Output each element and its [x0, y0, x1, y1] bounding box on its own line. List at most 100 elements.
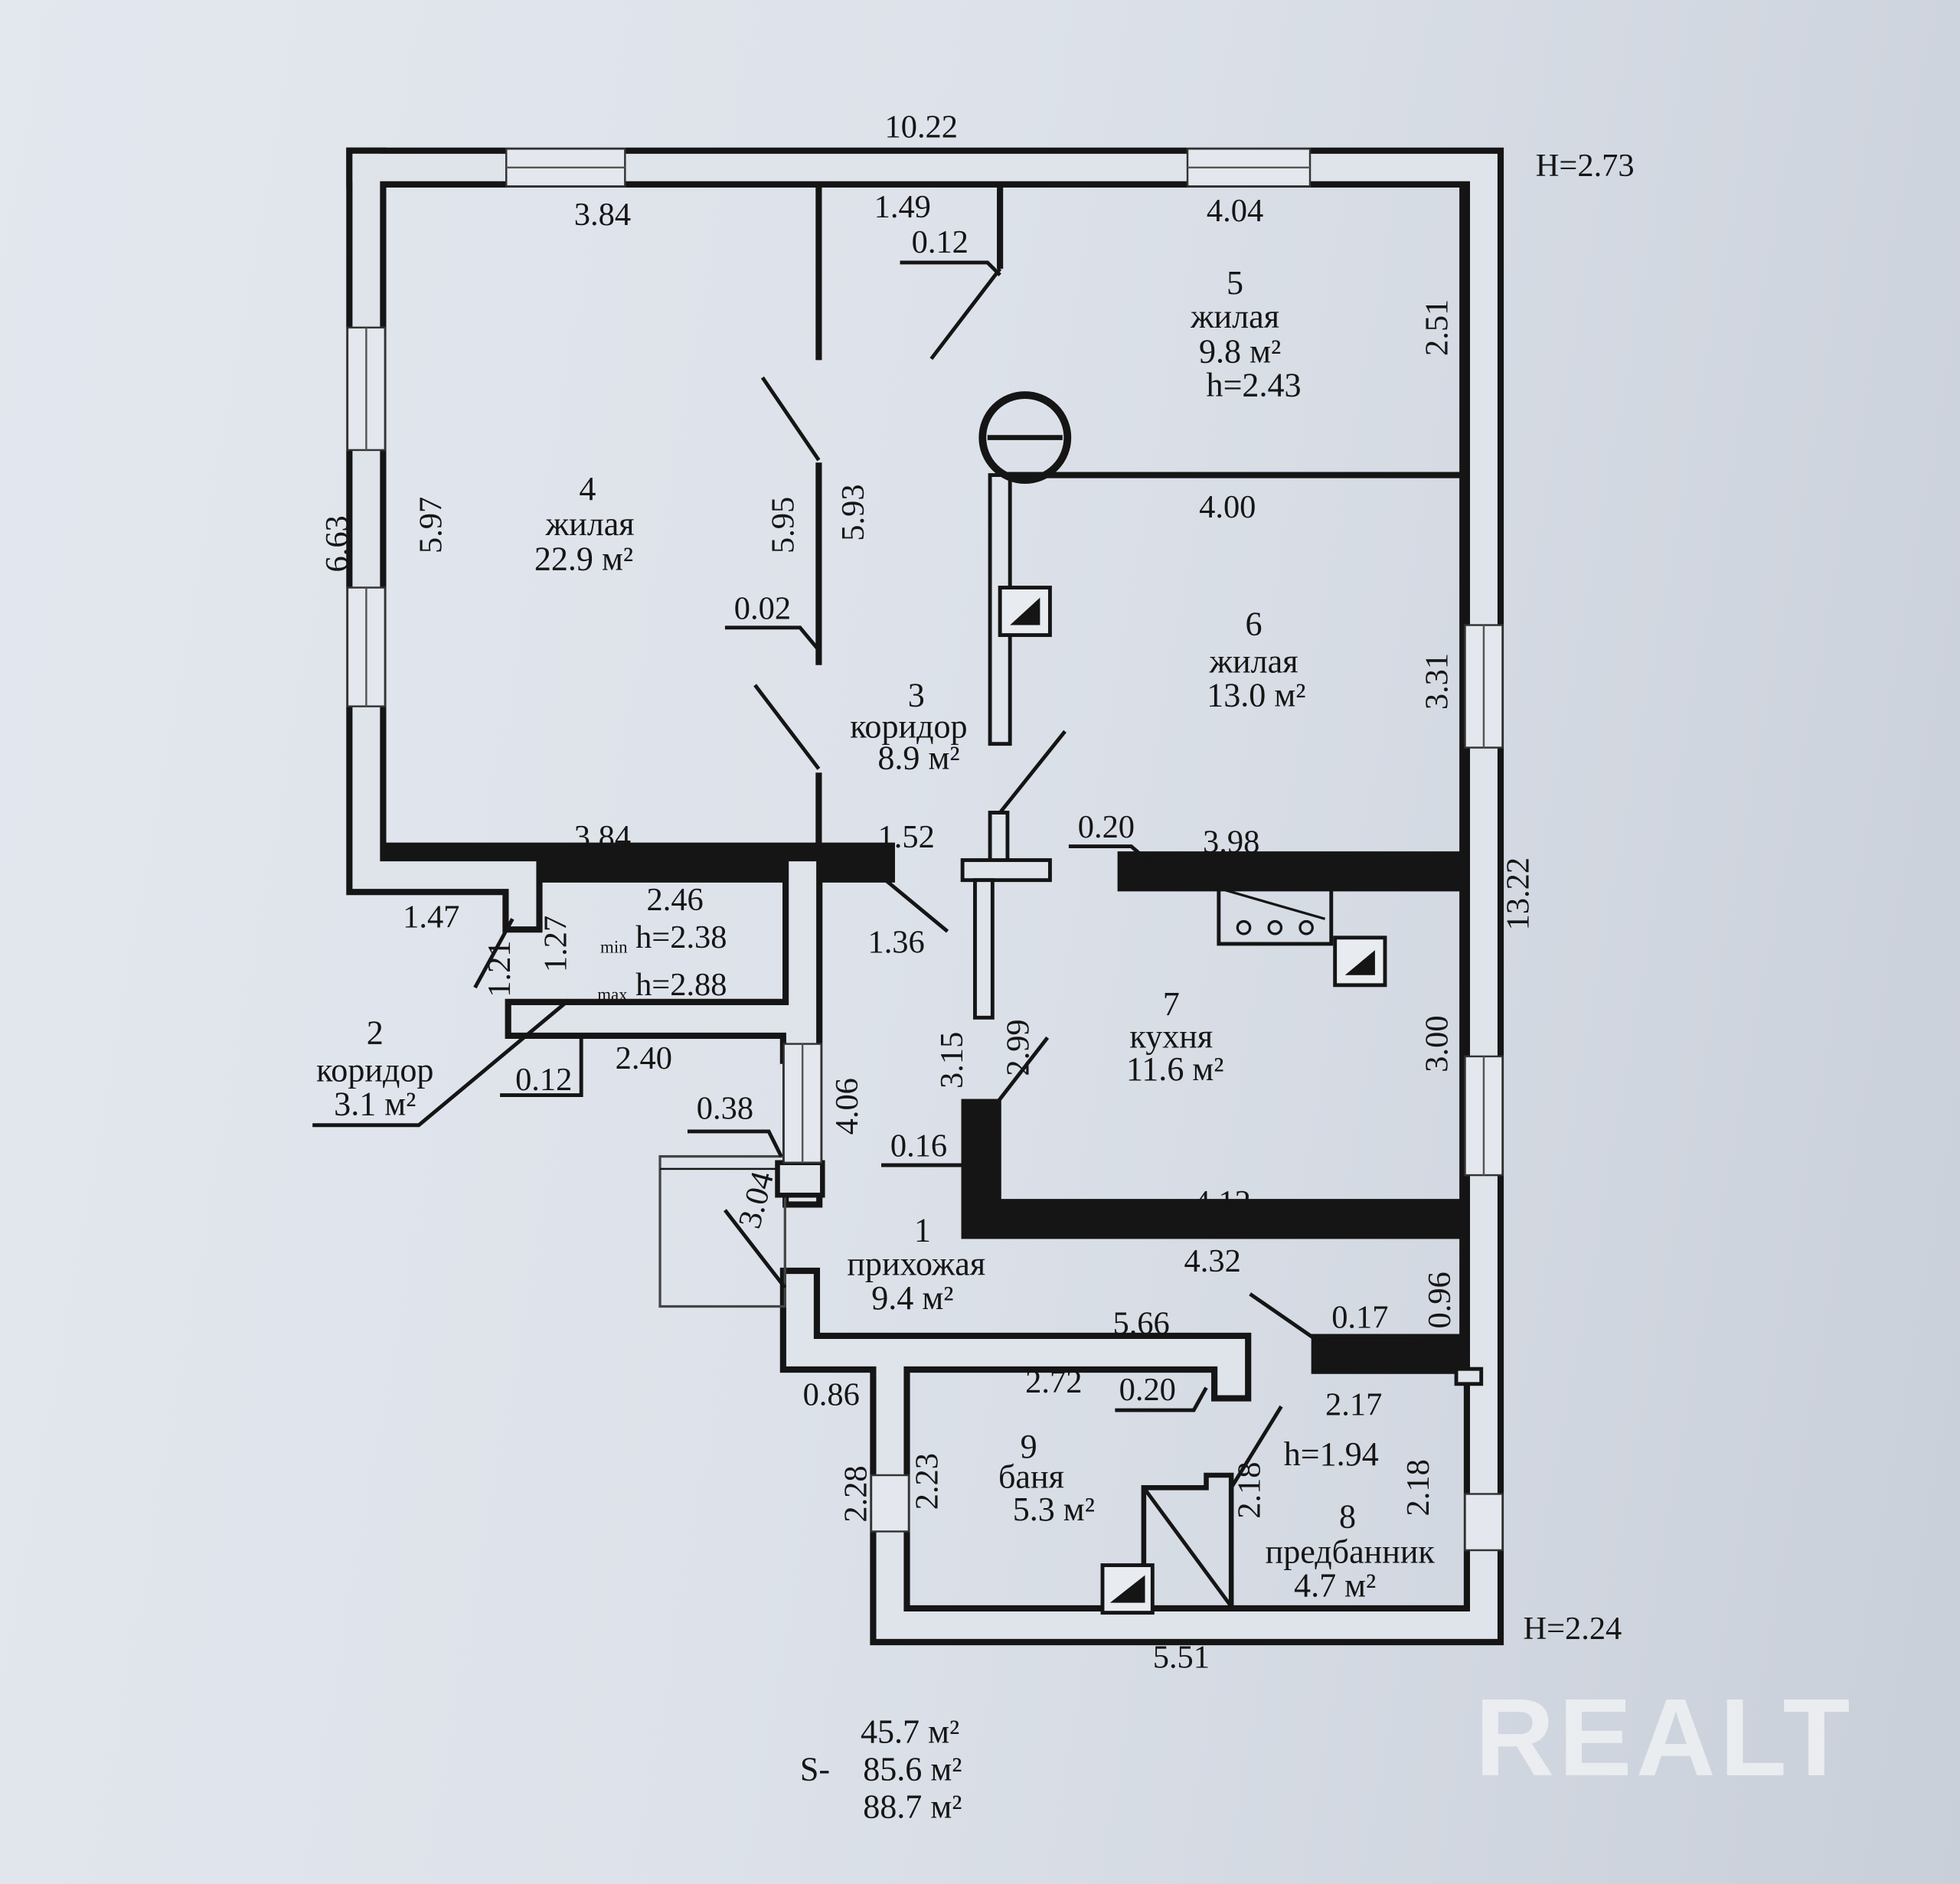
stove-icon — [998, 586, 1052, 638]
dimension-label: 3.15 — [934, 1032, 970, 1089]
height-annex: H=2.24 — [1523, 1611, 1622, 1647]
door-swings — [312, 260, 1429, 1489]
dimensions: 10.22 3.84 1.49 0.12 4.04 2.51 4.00 6.63… — [319, 109, 1537, 1676]
dimension-label: 2.28 — [838, 1465, 874, 1522]
dimension-label: 0.20 — [1078, 809, 1135, 845]
dimension-label: 10.22 — [885, 109, 958, 145]
dimension-label: 0.38 — [697, 1091, 753, 1127]
dimension-label: 0.12 — [515, 1062, 572, 1098]
walls — [346, 147, 1504, 1646]
kitchen-appliance-icon — [1217, 885, 1334, 946]
attic-hmin-sub: min — [600, 937, 628, 956]
dimension-label: 13.22 — [1501, 857, 1537, 930]
room-name: предбанник — [1266, 1533, 1436, 1570]
stove-icon — [1100, 1563, 1155, 1615]
room-area: 3.1 м² — [334, 1086, 416, 1123]
dimension-label: 0.86 — [803, 1377, 860, 1413]
room-area: 8.9 м² — [877, 739, 959, 776]
room-area: 11.6 м² — [1126, 1050, 1224, 1088]
room-area: 22.9 м² — [534, 540, 633, 578]
room-name: жилая — [1209, 643, 1298, 681]
attic-width: 2.46 — [647, 882, 704, 918]
attic-hmax-sub: max — [597, 984, 628, 1004]
dimension-label: 3.00 — [1419, 1015, 1455, 1072]
room-name: жилая — [545, 505, 635, 543]
room-area: 9.4 м² — [871, 1279, 953, 1317]
dimension-label: 1.49 — [874, 189, 931, 225]
dimension-label: 2.51 — [1419, 299, 1455, 356]
room-number: 6 — [1246, 606, 1263, 643]
dimension-label: 1.52 — [878, 819, 935, 855]
attic-hmin: h=2.38 — [635, 919, 727, 955]
dimension-label: 5.93 — [835, 484, 871, 540]
dimension-label: 4.06 — [829, 1078, 865, 1135]
dimension-label: 3.84 — [574, 197, 631, 233]
dimension-label: 0.20 — [1119, 1372, 1176, 1408]
dimension-label: 3.98 — [1203, 824, 1259, 860]
dimension-label: 2.72 — [1025, 1364, 1082, 1400]
room-number: 7 — [1163, 985, 1180, 1023]
room-1: 1 прихожая 9.4 м² — [847, 1212, 985, 1317]
dimension-label: 1.47 — [403, 900, 459, 935]
dimension-label: 2.99 — [1001, 1019, 1037, 1076]
windows — [346, 148, 1504, 1552]
room-2: 2 коридор 3.1 м² — [316, 1014, 433, 1123]
stove-icon — [1333, 935, 1387, 988]
room-name: жилая — [1190, 298, 1279, 335]
dimension-label: 2.23 — [909, 1453, 945, 1510]
dimension-label: 0.96 — [1422, 1272, 1458, 1328]
dimension-label: 0.17 — [1331, 1299, 1388, 1335]
room-area: 4.7 м² — [1294, 1566, 1376, 1604]
dimension-label: 0.16 — [890, 1128, 947, 1164]
dimension-label: 5.51 — [1153, 1639, 1210, 1675]
living-area: 45.7 м² — [861, 1713, 959, 1750]
room-name: прихожая — [847, 1246, 985, 1283]
room-number: 9 — [1021, 1428, 1037, 1465]
room-number: 5 — [1227, 264, 1243, 302]
room-number: 3 — [908, 677, 925, 714]
room-name: коридор — [850, 707, 967, 745]
room-4: 4 жилая 22.9 м² — [534, 470, 635, 577]
dimension-label: 3.04 — [731, 1168, 781, 1233]
dimension-label: 5.66 — [1112, 1305, 1169, 1341]
dimension-label: 2.40 — [616, 1040, 672, 1076]
total-area-label: S- — [800, 1750, 830, 1788]
attic-hmax: h=2.88 — [635, 967, 727, 1003]
gross-area: 88.7 м² — [863, 1788, 962, 1825]
room-3: 3 коридор 8.9 м² — [850, 677, 967, 777]
partitions — [658, 187, 1484, 1608]
attic-annex: 2.46 h=2.38 min h=2.88 max — [597, 882, 727, 1004]
room-name: баня — [998, 1458, 1064, 1495]
room-name: коридор — [316, 1052, 433, 1089]
room-area: 5.3 м² — [1013, 1491, 1095, 1528]
room-height: h=1.94 — [1284, 1435, 1379, 1473]
dimension-label: 2.18 — [1400, 1459, 1436, 1516]
dimension-label: 1.27 — [538, 916, 574, 972]
room-name: кухня — [1129, 1017, 1213, 1055]
fixtures — [978, 391, 1387, 1615]
room-number: 4 — [579, 470, 596, 508]
dimension-label: 4.12 — [1194, 1184, 1251, 1220]
realt-watermark-logo: REALT — [1475, 1677, 1851, 1799]
room-5: 5 жилая 9.8 м² h=2.43 — [1190, 264, 1301, 404]
room-8: 8 предбанник 4.7 м² h=1.94 — [1266, 1435, 1436, 1604]
dimension-label: 3.84 — [574, 819, 631, 855]
total-area: 85.6 м² — [863, 1750, 962, 1788]
dimension-label: 2.18 — [1232, 1461, 1268, 1518]
room-area: 9.8 м² — [1199, 333, 1281, 371]
height-main: H=2.73 — [1536, 148, 1635, 184]
room-number: 8 — [1339, 1498, 1356, 1536]
dimension-label: 5.97 — [413, 497, 449, 553]
dimension-label: 1.36 — [867, 924, 924, 960]
room-7: 7 кухня 11.6 м² — [1126, 985, 1224, 1088]
dimension-label: 5.95 — [766, 497, 802, 553]
dimension-label: 4.32 — [1184, 1243, 1241, 1279]
room-number: 1 — [914, 1212, 931, 1249]
area-totals: 45.7 м² S- 85.6 м² 88.7 м² — [800, 1713, 962, 1825]
dimension-label: 1.21 — [482, 940, 518, 997]
dimension-label: 6.63 — [319, 515, 355, 572]
room-number: 2 — [367, 1014, 384, 1052]
room-6: 6 жилая 13.0 м² — [1207, 606, 1305, 714]
room-height: h=2.43 — [1207, 367, 1302, 404]
